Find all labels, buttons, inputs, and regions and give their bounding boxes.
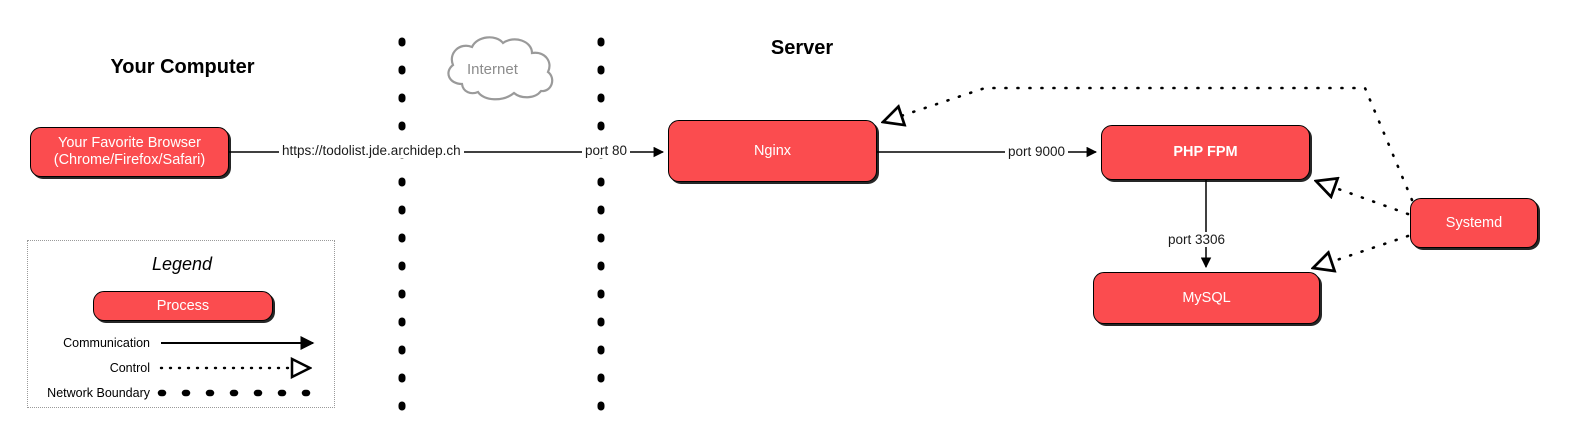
edge-label-port-3306: port 3306	[1165, 232, 1229, 247]
legend-label-network-boundary: Network Boundary	[47, 386, 150, 400]
process-mysql[interactable]: MySQL	[1093, 272, 1320, 324]
legend-process-swatch: Process	[93, 291, 273, 321]
edge-systemd-to-mysql	[1313, 234, 1410, 268]
edge-systemd-to-php-fpm	[1316, 181, 1410, 216]
internet-cloud-label: Internet	[467, 61, 518, 78]
edge-label-url: https://todolist.jde.archidep.ch	[279, 143, 464, 158]
process-browser-line2: (Chrome/Firefox/Safari)	[53, 152, 206, 168]
process-browser[interactable]: Your Favorite Browser (Chrome/Firefox/Sa…	[30, 127, 229, 177]
legend-label-control: Control	[109, 361, 150, 375]
edge-label-port-80: port 80	[582, 143, 631, 158]
legend-label-communication: Communication	[63, 336, 150, 350]
legend-title: Legend	[151, 254, 213, 274]
process-browser-line1: Your Favorite Browser	[58, 135, 201, 152]
legend-panel: Legend Process Communication Control Net…	[27, 240, 335, 408]
edge-label-port-9000: port 9000	[1005, 144, 1069, 159]
process-systemd[interactable]: Systemd	[1410, 198, 1538, 248]
process-php-fpm[interactable]: PHP FPM	[1101, 125, 1310, 180]
zone-title-your-computer: Your Computer	[110, 56, 255, 78]
process-nginx[interactable]: Nginx	[668, 120, 877, 182]
zone-title-server: Server	[770, 37, 834, 59]
